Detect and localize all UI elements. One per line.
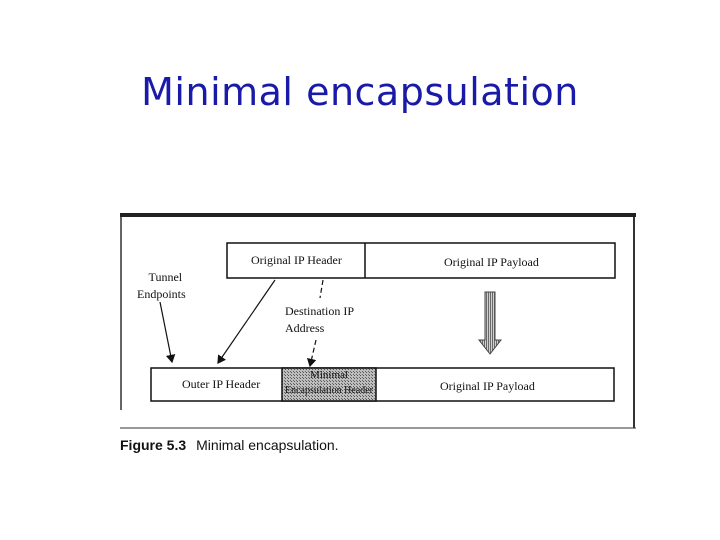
frame-top-rule xyxy=(120,213,636,217)
top-original-ip-header: Original IP Header xyxy=(251,253,342,267)
minimal-header-hatch xyxy=(281,367,377,402)
diagram-graphics xyxy=(120,213,636,429)
original-packet-box xyxy=(226,242,616,279)
figure-caption: Figure 5.3 Minimal encapsulation. xyxy=(120,437,339,453)
outer-ip-header: Outer IP Header xyxy=(182,377,261,391)
bottom-original-ip-payload: Original IP Payload xyxy=(440,379,535,393)
dest-label-line1: Destination IP xyxy=(285,304,354,318)
tunnel-label-line1: Tunnel xyxy=(148,270,183,284)
transform-arrow xyxy=(477,291,503,355)
slide-title: Minimal encapsulation xyxy=(141,70,579,114)
tunnel-arrow-left xyxy=(159,301,176,364)
encapsulation-diagram: Original IP Header Original IP Payload T… xyxy=(120,210,636,430)
tunnel-endpoints-label: Tunnel Endpoints xyxy=(137,269,186,303)
tunnel-label-line2: Endpoints xyxy=(137,287,186,301)
dest-arrow-up xyxy=(319,279,324,299)
top-original-ip-payload: Original IP Payload xyxy=(444,255,539,269)
minimal-header-line1: Minimal xyxy=(310,369,348,381)
dest-arrow-down xyxy=(306,339,317,368)
destination-ip-label: Destination IP Address xyxy=(285,303,354,337)
encapsulated-packet-box xyxy=(150,367,615,402)
dest-label-line2: Address xyxy=(285,321,325,335)
minimal-header-line2: Encapsulation Header xyxy=(284,385,374,396)
caption-text: Minimal encapsulation. xyxy=(196,437,339,453)
tunnel-arrow-right xyxy=(217,279,276,364)
figure-number: Figure 5.3 xyxy=(120,437,187,453)
minimal-encapsulation-header: Minimal Encapsulation Header xyxy=(282,368,376,398)
